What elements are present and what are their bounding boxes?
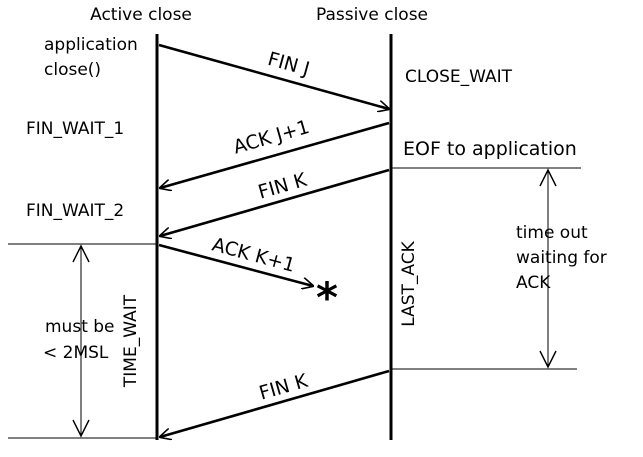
msl-arrow-bottom-head: [72, 419, 90, 438]
fin-wait-1-state: FIN_WAIT_1: [26, 119, 124, 139]
application-close-label-line1: application: [44, 35, 138, 55]
timeout-label-line2: waiting for: [516, 248, 607, 268]
ack-k1-arrow: [158, 243, 313, 286]
must-be-label-line1: must be: [45, 317, 115, 337]
passive-close-header: Passive close: [316, 5, 428, 25]
ack-j1-label: ACK J+1: [231, 116, 312, 159]
must-be-label-line2: < 2MSL: [43, 343, 109, 363]
close-wait-state: CLOSE_WAIT: [405, 67, 513, 87]
fin-wait-2-state: FIN_WAIT_2: [26, 201, 124, 221]
msl-arrow-top-head: [72, 244, 90, 263]
timeout-arrow-bottom-head: [539, 350, 557, 369]
time-wait-state: TIME_WAIT: [121, 294, 141, 388]
application-close-label-line2: close(): [44, 60, 101, 80]
fin-j-arrow: [158, 43, 389, 109]
fin-k-retransmit-arrow: [160, 369, 390, 437]
ack-j1-arrow: [160, 121, 390, 188]
fin-k-label: FIN K: [256, 169, 310, 204]
active-close-header: Active close: [90, 5, 192, 25]
last-ack-state: LAST_ACK: [399, 240, 419, 326]
eof-to-application-label: EOF to application: [403, 138, 577, 160]
timeout-arrow-top-head: [539, 168, 557, 187]
fin-k-retransmit-label: FIN K: [257, 370, 311, 405]
lost-segment-marker: *: [316, 273, 338, 322]
timeout-label-line1: time out: [516, 223, 588, 243]
fin-k-arrow: [160, 168, 390, 236]
timeout-label-line3: ACK: [516, 273, 551, 293]
